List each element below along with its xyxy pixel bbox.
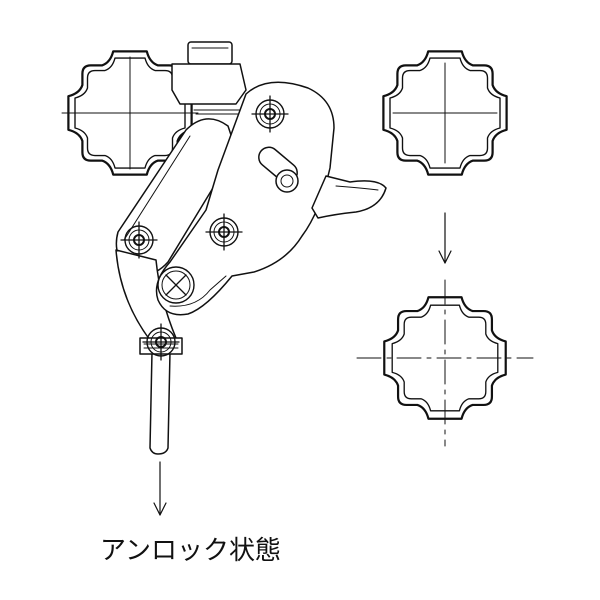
cross-pin bbox=[157, 266, 195, 304]
down-arrow-left bbox=[153, 461, 167, 516]
cross-profile-top-right bbox=[382, 50, 508, 176]
cross-profile-top-left bbox=[61, 50, 199, 176]
down-arrow-right bbox=[438, 212, 452, 264]
cross-profile-bottom-right bbox=[356, 279, 534, 447]
diagram-caption: アンロック状態 bbox=[100, 536, 281, 566]
latch-mechanism bbox=[115, 41, 387, 455]
slot-pin bbox=[275, 169, 299, 193]
